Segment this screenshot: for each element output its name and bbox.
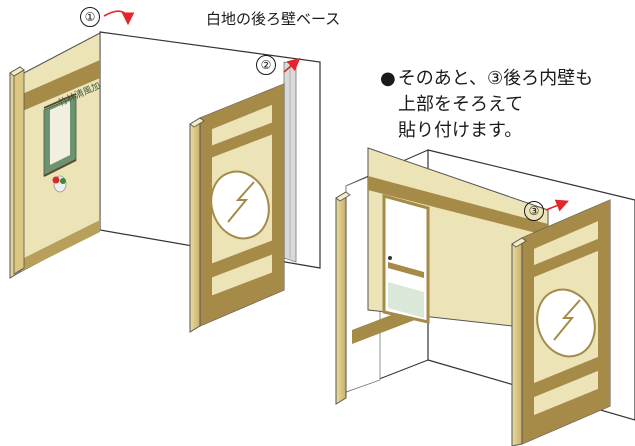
step3-arrow xyxy=(545,199,569,212)
step1-marker: ① xyxy=(80,7,100,27)
step1-arrow xyxy=(103,10,135,26)
back-wall-base-label: 白地の後ろ壁ベース xyxy=(206,10,341,28)
left-post xyxy=(9,66,25,279)
sliding-door xyxy=(382,194,430,324)
step3-marker: ③ xyxy=(524,201,544,221)
left-alcove-panel: 竹林清風加 xyxy=(19,32,102,273)
inner-back-wall xyxy=(367,147,549,331)
note-line-1: そのあと、③後ろ内壁も xyxy=(397,68,594,89)
hanging-scroll: 竹林清風加 xyxy=(43,79,102,177)
note-line-3: 貼り付けます。 xyxy=(398,120,523,141)
middle-post xyxy=(189,117,205,333)
right-left-post xyxy=(335,191,351,405)
middle-panel xyxy=(199,83,285,327)
right-front-post xyxy=(511,237,527,446)
step2-arrow xyxy=(283,57,301,73)
right-front-panel xyxy=(521,199,611,445)
bullet-icon: ● xyxy=(380,68,396,89)
step2-marker: ② xyxy=(256,55,276,75)
note-line-2: 上部をそろえて xyxy=(398,94,524,115)
flower-vase xyxy=(52,175,67,193)
instruction-note: ●そのあと、③後ろ内壁も 上部をそろえて 貼り付けます。 xyxy=(380,66,593,144)
